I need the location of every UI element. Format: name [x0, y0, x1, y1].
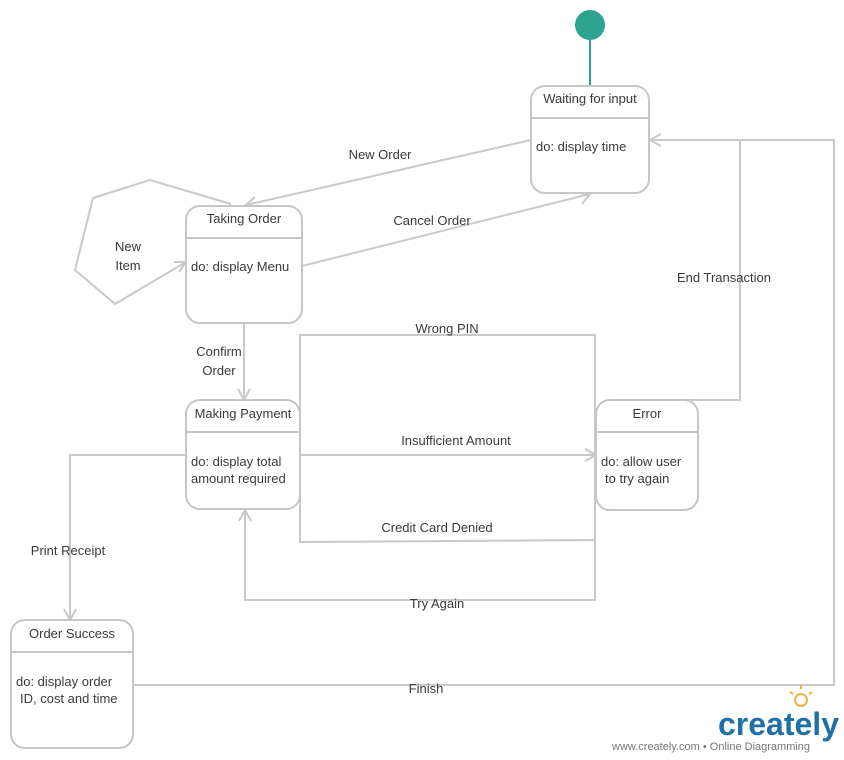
edge-print-receipt [69, 454, 186, 620]
edge-new-order [245, 139, 532, 206]
label-print-receipt: Print Receipt [31, 543, 106, 558]
label-new-item-line2: Item [115, 258, 140, 273]
state-activity-line1: do: display total [191, 454, 281, 469]
state-waiting-for-input[interactable]: Waiting for input do: display time [530, 85, 650, 194]
label-insufficient-amount: Insufficient Amount [401, 433, 511, 448]
label-wrong-pin: Wrong PIN [415, 321, 478, 336]
edge-try-again [244, 510, 596, 601]
lightbulb-icon [789, 685, 813, 707]
state-title: Order Success [29, 626, 115, 641]
state-error[interactable]: Error do: allow user to try again [595, 399, 699, 511]
state-activity: do: display Menu [191, 259, 289, 274]
state-activity-line1: do: display order [16, 674, 113, 689]
state-title: Error [633, 406, 663, 421]
label-new-order: New Order [349, 147, 413, 162]
state-activity-line2: to try again [605, 471, 669, 486]
state-activity: do: display time [536, 139, 626, 154]
edge-new-item-loop [73, 178, 232, 306]
state-activity-line2: amount required [191, 471, 286, 486]
label-end-transaction: End Transaction [677, 270, 771, 285]
state-order-success[interactable]: Order Success do: display order ID, cost… [10, 619, 134, 749]
state-activity-line2: ID, cost and time [20, 691, 118, 706]
label-confirm-order-line2: Order [202, 363, 236, 378]
state-title: Waiting for input [543, 91, 637, 106]
label-finish: Finish [409, 681, 444, 696]
label-confirm-order-line1: Confirm [196, 344, 242, 359]
label-cancel-order: Cancel Order [393, 213, 471, 228]
initial-state-node [575, 10, 605, 40]
edge-cancel-order [301, 193, 591, 267]
state-taking-order[interactable]: Taking Order do: display Menu [185, 205, 303, 324]
label-credit-card-denied: Credit Card Denied [381, 520, 492, 535]
label-new-item-line1: New [115, 239, 142, 254]
state-title: Making Payment [195, 406, 292, 421]
creately-logo: creately [718, 685, 839, 742]
edge-finish [134, 139, 835, 686]
label-try-again: Try Again [410, 596, 464, 611]
state-making-payment[interactable]: Making Payment do: display total amount … [185, 399, 301, 510]
footer-text: www.creately.com • Online Diagramming [611, 741, 810, 753]
state-title: Taking Order [207, 211, 282, 226]
state-activity-line1: do: allow user [601, 454, 682, 469]
edge-credit-card-denied [299, 455, 596, 544]
logo-text: creately [718, 706, 839, 742]
edge-wrong-pin [299, 334, 596, 455]
edge-end-transaction [649, 139, 741, 401]
